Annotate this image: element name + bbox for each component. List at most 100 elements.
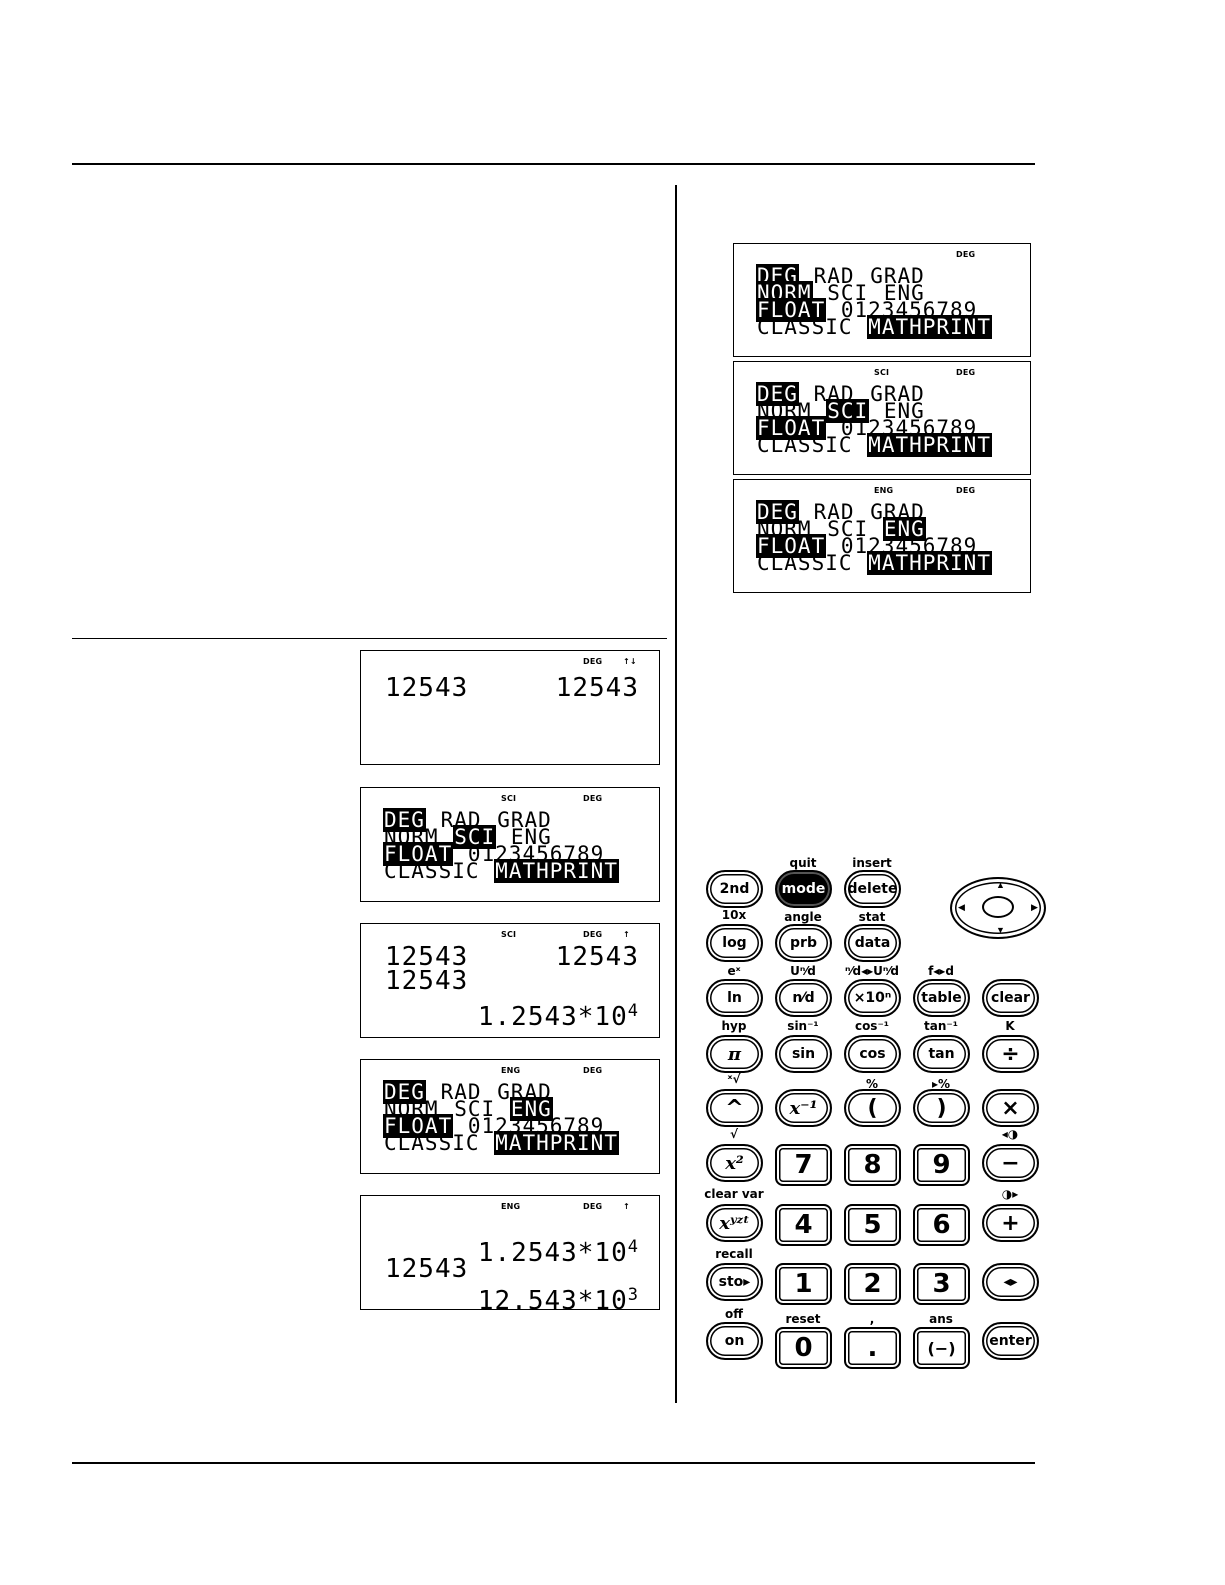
toggle-key[interactable]: ◂▸	[982, 1263, 1039, 1301]
ln-key[interactable]: ln	[706, 979, 763, 1017]
option-grad: GRAD	[870, 382, 925, 406]
option-eng: ENG	[510, 825, 552, 849]
digit-8-key[interactable]: 8	[844, 1144, 901, 1186]
x-squared-key[interactable]: x²	[706, 1144, 763, 1182]
option-deg: DEG	[756, 500, 799, 524]
second-label-root-x: ˣ√	[727, 1072, 741, 1086]
digit-3-key[interactable]: 3	[913, 1263, 970, 1305]
option-sci: SCI	[827, 517, 869, 541]
right-arrow-icon[interactable]: ▶	[1031, 902, 1038, 912]
mode-key[interactable]: mode	[775, 870, 832, 908]
result-text: 1.2543*104	[478, 998, 639, 1030]
notation-row: NORM SCI ENG	[756, 399, 926, 423]
deg-indicator: DEG	[583, 930, 603, 939]
option-sci: SCI	[827, 281, 869, 305]
example-screen-4: ENG DEG DEG RAD GRAD NORM SCI ENG FLOAT …	[360, 1059, 660, 1174]
digit-2-key[interactable]: 2	[844, 1263, 901, 1305]
second-label-percent: %	[865, 1077, 879, 1091]
left-paren-key[interactable]: (	[844, 1089, 901, 1127]
digit-1-key[interactable]: 1	[775, 1263, 832, 1305]
pi-key[interactable]: π	[706, 1035, 763, 1073]
digit-9-key[interactable]: 9	[913, 1144, 970, 1186]
up-arrow-icon[interactable]: ▲	[996, 880, 1005, 890]
sto-key[interactable]: sto▸	[706, 1263, 763, 1301]
second-label-hyp: hyp	[721, 1019, 747, 1033]
right-paren-key[interactable]: )	[913, 1089, 970, 1127]
x10n-key[interactable]: ×10ⁿ	[844, 979, 901, 1017]
option-float: FLOAT	[756, 298, 827, 322]
cos-key[interactable]: cos	[844, 1035, 901, 1073]
result-exponent: 3	[627, 1285, 639, 1305]
mode-screen-sci: SCI DEG DEG RAD GRAD NORM SCI ENG FLOAT …	[733, 361, 1031, 475]
on-key[interactable]: on	[706, 1322, 763, 1360]
option-float: FLOAT	[756, 534, 827, 558]
second-label-ans: ans	[929, 1312, 953, 1326]
tan-key[interactable]: tan	[913, 1035, 970, 1073]
sci-indicator: SCI	[501, 930, 517, 939]
example-screen-5: ENG DEG ↑ 1.2543*104 12543 12.543*103	[360, 1195, 660, 1310]
deg-indicator: DEG	[583, 1066, 603, 1075]
eng-indicator: ENG	[874, 486, 894, 495]
option-classic: CLASSIC	[384, 859, 480, 883]
digit-4-key[interactable]: 4	[775, 1204, 832, 1246]
deg-indicator: DEG	[583, 794, 603, 803]
fraction-key[interactable]: n⁄d	[775, 979, 832, 1017]
option-classic: CLASSIC	[757, 433, 853, 457]
data-key[interactable]: data	[844, 924, 901, 962]
minus-key[interactable]: −	[982, 1144, 1039, 1182]
bottom-rule	[72, 1462, 1035, 1464]
section-rule	[72, 638, 667, 639]
entry-text: 12543	[385, 966, 469, 996]
option-grad: GRAD	[497, 808, 552, 832]
caret-key[interactable]: ^	[706, 1089, 763, 1127]
prb-key[interactable]: prb	[775, 924, 832, 962]
example-screen-2: SCI DEG DEG RAD GRAD NORM SCI ENG FLOAT …	[360, 787, 660, 902]
option-sci: SCI	[453, 825, 497, 849]
log-key[interactable]: log	[706, 924, 763, 962]
2nd-key[interactable]: 2nd	[706, 870, 763, 908]
digit-6-key[interactable]: 6	[913, 1204, 970, 1246]
second-label-quit: quit	[789, 856, 817, 870]
plus-key[interactable]: +	[982, 1204, 1039, 1242]
divide-key[interactable]: ÷	[982, 1035, 1039, 1073]
digit-5-key[interactable]: 5	[844, 1204, 901, 1246]
sin-key[interactable]: sin	[775, 1035, 832, 1073]
delete-key[interactable]: delete	[844, 870, 901, 908]
x-inverse-key[interactable]: x⁻¹	[775, 1089, 832, 1127]
clear-key[interactable]: clear	[982, 979, 1039, 1017]
second-label-sqrt: √	[729, 1127, 738, 1141]
display-row: CLASSIC MATHPRINT	[383, 1131, 619, 1155]
second-label-k: K	[1005, 1019, 1015, 1033]
second-label-stat: stat	[858, 910, 886, 924]
dpad-center	[982, 896, 1014, 918]
decimal-point-key[interactable]: .	[844, 1327, 901, 1369]
down-arrow-icon[interactable]: ▼	[996, 925, 1005, 935]
table-key[interactable]: table	[913, 979, 970, 1017]
second-label-atan: tan⁻¹	[924, 1019, 958, 1033]
option-deg: DEG	[383, 1080, 426, 1104]
left-arrow-icon[interactable]: ◀	[958, 902, 965, 912]
negative-key[interactable]: (−)	[913, 1327, 970, 1369]
variable-key[interactable]: xʸᶻᵗ	[706, 1204, 763, 1242]
result-exponent: 4	[627, 1237, 639, 1257]
scroll-up-icon: ↑	[623, 930, 630, 939]
option-mathprint: MATHPRINT	[494, 1131, 619, 1155]
angle-row: DEG RAD GRAD	[756, 382, 926, 406]
entry-text: 12543	[385, 673, 469, 703]
arrow-pad[interactable]: ▲ ▼ ◀ ▶	[950, 877, 1046, 939]
option-mathprint: MATHPRINT	[867, 551, 992, 575]
enter-key[interactable]: enter	[982, 1322, 1039, 1360]
option-grad: GRAD	[870, 264, 925, 288]
digit-7-key[interactable]: 7	[775, 1144, 832, 1186]
option-eng: ENG	[883, 281, 925, 305]
option-float: FLOAT	[756, 416, 827, 440]
multiply-key[interactable]: ×	[982, 1089, 1039, 1127]
option-deg: DEG	[756, 382, 799, 406]
second-label-recall: recall	[715, 1247, 753, 1261]
digit-0-key[interactable]: 0	[775, 1327, 832, 1369]
sci-indicator: SCI	[501, 794, 517, 803]
second-label-unmix: Uⁿ⁄d	[790, 964, 816, 978]
result-text: 12.543*103	[478, 1282, 639, 1309]
option-classic: CLASSIC	[384, 1131, 480, 1155]
column-divider	[675, 185, 677, 1403]
